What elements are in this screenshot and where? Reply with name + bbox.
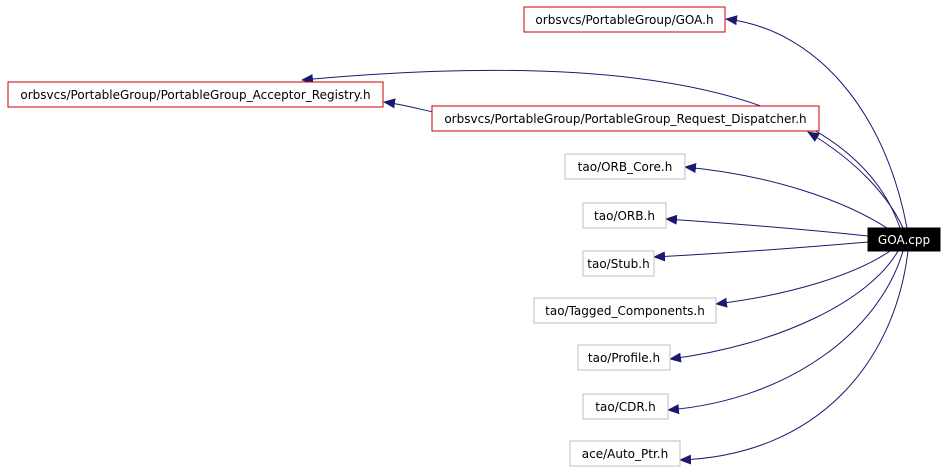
edge-goa-cpp-to-orb-h — [665, 214, 869, 237]
node-label: tao/Profile.h — [588, 351, 660, 365]
node-label: tao/CDR.h — [595, 400, 655, 414]
node-acceptor-registry-h[interactable]: orbsvcs/PortableGroup/PortableGroup_Acce… — [7, 81, 384, 108]
node-stub-h[interactable]: tao/Stub.h — [582, 250, 655, 277]
edge-goa-cpp-to-cdr-h — [667, 250, 904, 415]
edge-goa-cpp-to-stub-h — [653, 241, 869, 262]
node-auto-ptr-h[interactable]: ace/Auto_Ptr.h — [569, 440, 681, 467]
edge-goa-cpp-to-request-dispatcher-h — [807, 131, 904, 229]
node-label: tao/Stub.h — [587, 257, 649, 271]
node-label: orbsvcs/PortableGroup/PortableGroup_Requ… — [444, 112, 806, 126]
edge-goa-cpp-to-profile-h — [669, 250, 899, 363]
node-root-goa-cpp[interactable]: GOA.cpp — [867, 227, 941, 252]
edge-goa-cpp-to-auto-ptr-h — [679, 250, 909, 465]
node-tagged-components-h[interactable]: tao/Tagged_Components.h — [533, 297, 717, 324]
node-label: tao/ORB.h — [594, 209, 655, 223]
node-label: tao/ORB_Core.h — [578, 160, 673, 174]
node-label: tao/Tagged_Components.h — [545, 304, 705, 318]
edge-goa-cpp-to-orb-core-h — [684, 163, 891, 231]
edge-goa-cpp-to-acceptor-registry-h — [301, 69, 901, 229]
edge-goa-cpp-to-tagged-components-h — [715, 250, 891, 308]
node-label: GOA.cpp — [878, 233, 930, 247]
edge-request-dispatcher-h-to-acceptor-registry-h — [383, 98, 434, 113]
node-label: orbsvcs/PortableGroup/GOA.h — [535, 13, 713, 27]
node-cdr-h[interactable]: tao/CDR.h — [582, 393, 669, 420]
node-request-dispatcher-h[interactable]: orbsvcs/PortableGroup/PortableGroup_Requ… — [431, 105, 820, 132]
edges — [301, 15, 909, 465]
node-profile-h[interactable]: tao/Profile.h — [577, 344, 671, 371]
nodes: orbsvcs/PortableGroup/GOA.h orbsvcs/Port… — [7, 6, 941, 467]
node-orb-h[interactable]: tao/ORB.h — [582, 202, 667, 229]
node-label: ace/Auto_Ptr.h — [582, 447, 668, 461]
node-label: orbsvcs/PortableGroup/PortableGroup_Acce… — [20, 88, 370, 102]
edge-goa-cpp-to-goa-h — [725, 15, 908, 229]
node-goa-h[interactable]: orbsvcs/PortableGroup/GOA.h — [523, 6, 726, 33]
node-orb-core-h[interactable]: tao/ORB_Core.h — [564, 153, 686, 180]
